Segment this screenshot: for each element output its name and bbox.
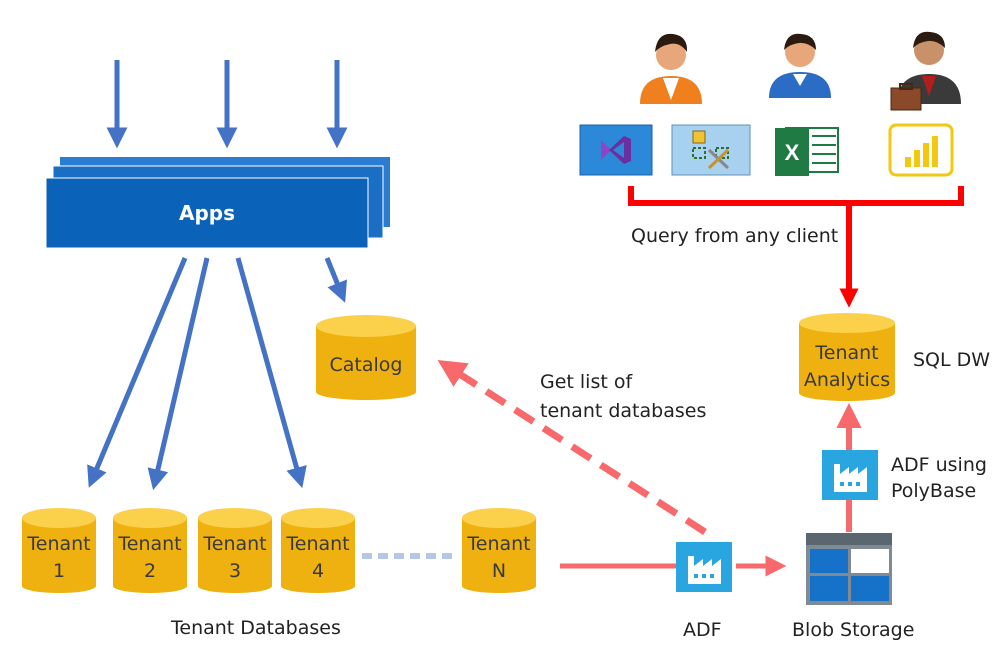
tenant-2-line2: 2	[143, 560, 157, 582]
tenant-database-n	[462, 508, 536, 593]
get-list-line2: tenant databases	[540, 400, 707, 422]
apps-to-tenants-arrows	[87, 257, 347, 491]
tenant-database-2	[113, 508, 187, 593]
tenant-2-line1: Tenant	[118, 533, 182, 555]
adf-polybase-label: ADF using PolyBase	[891, 452, 987, 504]
tenant-databases-label: Tenant Databases	[171, 617, 341, 639]
tenant-analytics-line1: Tenant	[815, 342, 879, 364]
tenant-analytics-line2: Analytics	[803, 369, 891, 391]
tenant-3-line1: Tenant	[203, 533, 267, 555]
tenant-database-1	[22, 508, 96, 593]
adf-polybase-icon	[822, 450, 878, 500]
tenant-database-3	[198, 508, 272, 593]
tenant-4-label: Tenant 4	[281, 531, 355, 585]
apps-label: Apps	[178, 201, 235, 225]
tenant-4-line2: 4	[311, 560, 325, 582]
adf-polybase-line1: ADF using	[891, 454, 987, 476]
get-list-label: Get list of tenant databases	[540, 368, 706, 426]
tenant-1-label: Tenant 1	[22, 531, 96, 585]
excel-glyph: X	[785, 140, 800, 165]
adf-to-catalog-arrow	[437, 359, 707, 535]
business-user-icon	[890, 31, 961, 111]
data-tools-icon	[671, 124, 751, 176]
user-icon-2	[769, 33, 831, 98]
visual-studio-icon	[579, 124, 653, 176]
excel-icon: X	[775, 127, 839, 176]
tenant-3-line2: 3	[228, 560, 242, 582]
tenant-n-line1: Tenant	[467, 533, 531, 555]
tenant-1-line1: Tenant	[27, 533, 91, 555]
adf-icon	[676, 542, 732, 592]
tenant-3-label: Tenant 3	[198, 531, 272, 585]
get-list-line1: Get list of	[540, 371, 633, 393]
query-bracket	[628, 186, 964, 308]
tenant-n-label: Tenant N	[462, 531, 536, 585]
tenant-n-line2: N	[491, 560, 507, 582]
query-label: Query from any client	[631, 225, 839, 247]
adf-label: ADF	[683, 619, 722, 641]
tenant-analytics-database	[799, 313, 895, 401]
tenant-database-4	[281, 508, 355, 593]
catalog-label: Catalog	[329, 354, 403, 376]
incoming-requests-arrows	[106, 60, 348, 149]
tenant-4-line1: Tenant	[286, 533, 350, 555]
apps-box	[45, 157, 390, 249]
blob-storage-icon	[806, 533, 892, 605]
sql-dw-label: SQL DW	[913, 349, 991, 371]
tenant-1-line2: 1	[52, 560, 66, 582]
catalog-database	[316, 315, 416, 400]
user-icon-1	[640, 33, 702, 104]
adf-polybase-line2: PolyBase	[891, 480, 977, 502]
blob-storage-label: Blob Storage	[792, 619, 915, 641]
power-bi-icon	[888, 123, 954, 177]
tenant-analytics-label: Tenant Analytics	[799, 340, 895, 394]
tenant-2-label: Tenant 2	[113, 531, 187, 585]
